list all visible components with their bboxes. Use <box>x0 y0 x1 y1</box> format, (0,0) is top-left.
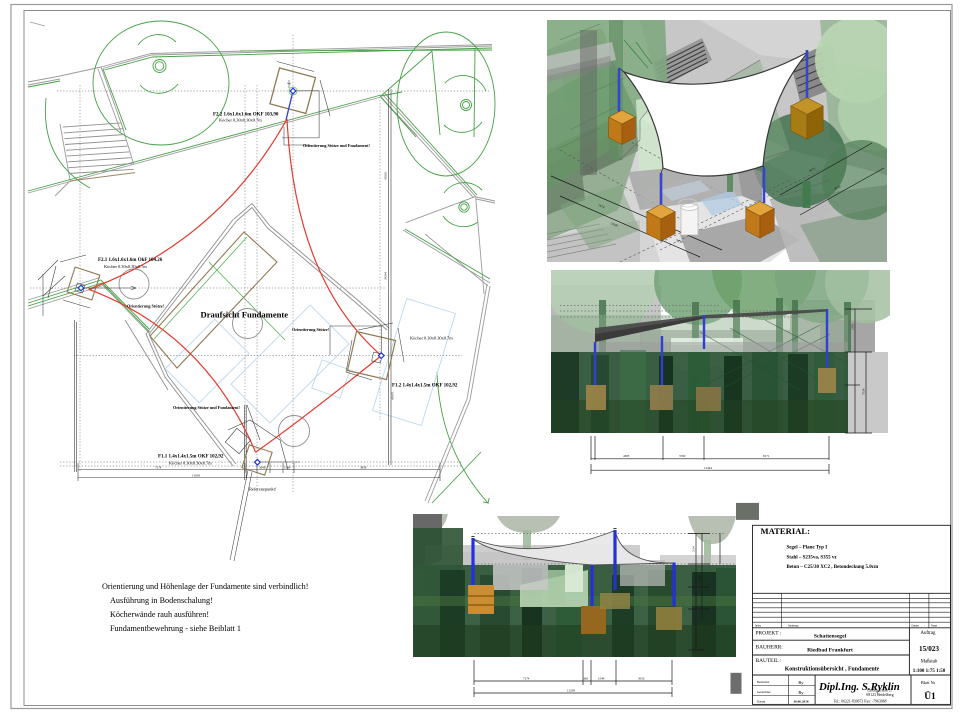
svg-text:3648: 3648 <box>259 465 266 469</box>
svg-text:Name: Name <box>931 624 938 627</box>
svg-text:Dipl.Ing. S.Ryklin: Dipl.Ing. S.Ryklin <box>818 681 900 693</box>
svg-text:MATERIAL:: MATERIAL: <box>761 526 811 536</box>
svg-text:Gezeichnet: Gezeichnet <box>757 690 771 694</box>
svg-text:Köcher 0.30x0.30x0.7m: Köcher 0.30x0.30x0.7m <box>410 336 453 341</box>
svg-text:Index: Index <box>755 624 762 627</box>
svg-text:3050: 3050 <box>638 677 645 681</box>
svg-text:Änderung: Änderung <box>788 624 799 627</box>
svg-text:F2.1 1.6x1.6x1.6m OkF 104.26: F2.1 1.6x1.6x1.6m OkF 104.26 <box>98 258 163 263</box>
svg-text:8171: 8171 <box>809 166 817 173</box>
svg-text:Tel.: 06221-830673 Fax: -796: Tel.: 06221-830673 Fax: -7963068 <box>833 699 886 703</box>
svg-text:Referenzpunkt!: Referenzpunkt! <box>249 487 276 492</box>
svg-text:Köcherwände rauh ausführen!: Köcherwände rauh ausführen! <box>110 610 209 619</box>
svg-text:3700: 3700 <box>679 454 686 458</box>
svg-text:69123 Heidelberg: 69123 Heidelberg <box>866 693 893 697</box>
svg-text:BAUTEIL :: BAUTEIL : <box>756 658 782 664</box>
svg-text:1049: 1049 <box>598 677 605 681</box>
svg-text:3858: 3858 <box>360 465 367 469</box>
svg-text:Köcher 0,30x0,30x0.7m: Köcher 0,30x0,30x0.7m <box>219 118 262 124</box>
svg-text:F1.2 1.4x1.4x1.5m OKF 102,92: F1.2 1.4x1.4x1.5m OKF 102,92 <box>392 384 458 389</box>
svg-text:Orientierung Stütze!: Orientierung Stütze! <box>292 327 330 332</box>
svg-text:Orientierung Stütze!: Orientierung Stütze! <box>127 304 165 309</box>
svg-text:30.06.2016: 30.06.2016 <box>793 700 809 704</box>
svg-text:BAUHERR:: BAUHERR: <box>756 645 784 651</box>
svg-text:Datum: Datum <box>912 624 919 627</box>
svg-text:Auftrag: Auftrag <box>921 631 937 636</box>
svg-text:4026: 4026 <box>834 184 842 191</box>
svg-text:13039: 13039 <box>192 473 200 477</box>
svg-text:Ry: Ry <box>798 690 804 695</box>
svg-text:7274: 7274 <box>523 677 530 681</box>
svg-text:9430: 9430 <box>676 238 684 244</box>
svg-text:Orientierung Stütze und Fundam: Orientierung Stütze und Fundament! <box>303 143 370 148</box>
svg-text:Konstruktionsübersicht , Funda: Konstruktionsübersicht , Fundamente <box>785 667 880 673</box>
svg-text:Bearbeiter: Bearbeiter <box>757 680 770 684</box>
svg-text:4385: 4385 <box>623 454 630 458</box>
svg-text:Blatt Nr: Blatt Nr <box>921 680 936 685</box>
svg-text:Köcher 0.30x0.30x0.7m: Köcher 0.30x0.30x0.7m <box>104 264 147 269</box>
svg-text:13040: 13040 <box>610 221 619 228</box>
svg-text:15444: 15444 <box>704 466 712 470</box>
svg-text:Riedbad Frankfurt: Riedbad Frankfurt <box>807 648 853 654</box>
svg-text:Ü1: Ü1 <box>924 689 936 702</box>
svg-text:368: 368 <box>583 677 588 681</box>
svg-text:Schattensegel: Schattensegel <box>814 634 847 640</box>
svg-text:Köcher 0.30x0.30x0.7m: Köcher 0.30x0.30x0.7m <box>169 461 212 466</box>
svg-text:F1.1 1.4x1.4x1.5m OKF 102,92: F1.1 1.4x1.4x1.5m OKF 102,92 <box>158 455 224 460</box>
svg-text:1049: 1049 <box>284 465 291 469</box>
svg-text:8171: 8171 <box>763 454 770 458</box>
svg-text:41936: 41936 <box>384 172 388 180</box>
svg-text:Lindenstrasse 17: Lindenstrasse 17 <box>867 689 893 693</box>
svg-text:Beton – C25/30 XC2 , Beton: Beton – C25/30 XC2 , Betondeckung 5.0cm <box>787 565 880 570</box>
svg-text:Datum: Datum <box>757 700 766 704</box>
svg-text:Orientierung Stütze und Fundam: Orientierung Stütze und Fundament! <box>173 405 240 410</box>
svg-text:Maßstab: Maßstab <box>921 660 938 665</box>
svg-text:PROJEKT :: PROJEKT : <box>756 631 782 637</box>
svg-text:1.660: 1.660 <box>698 574 702 582</box>
svg-text:Segel – Plane Typ I: Segel – Plane Typ I <box>787 546 828 551</box>
svg-text:13209: 13209 <box>567 689 575 693</box>
svg-text:Fundamentbewehrung - siehe Bei: Fundamentbewehrung - siehe Beiblatt 1 <box>110 624 241 633</box>
svg-text:7274: 7274 <box>155 465 162 469</box>
svg-text:3.54: 3.54 <box>692 546 696 552</box>
svg-text:43035: 43035 <box>391 392 395 400</box>
svg-text:Stahl – S235va, S355 vz: Stahl – S235va, S355 vz <box>787 555 838 560</box>
svg-text:F2.2 1.6x1.6x1.6m OKF 103,90: F2.2 1.6x1.6x1.6m OKF 103,90 <box>213 113 279 118</box>
svg-text:7674: 7674 <box>598 203 606 209</box>
svg-text:7538: 7538 <box>862 388 866 395</box>
svg-text:34364: 34364 <box>384 272 388 280</box>
svg-text:Draufsicht Fundamente: Draufsicht Fundamente <box>201 309 289 319</box>
svg-text:Ausführung in Bodenschalung!: Ausführung in Bodenschalung! <box>110 596 213 605</box>
svg-text:15/023: 15/023 <box>919 645 939 653</box>
svg-text:Ry: Ry <box>798 680 804 685</box>
svg-text:1:100 1:75 1:50: 1:100 1:75 1:50 <box>913 669 946 674</box>
svg-text:2180: 2180 <box>851 323 855 330</box>
svg-text:Orientierung und Höhenlage der: Orientierung und Höhenlage der Fundament… <box>102 582 308 591</box>
